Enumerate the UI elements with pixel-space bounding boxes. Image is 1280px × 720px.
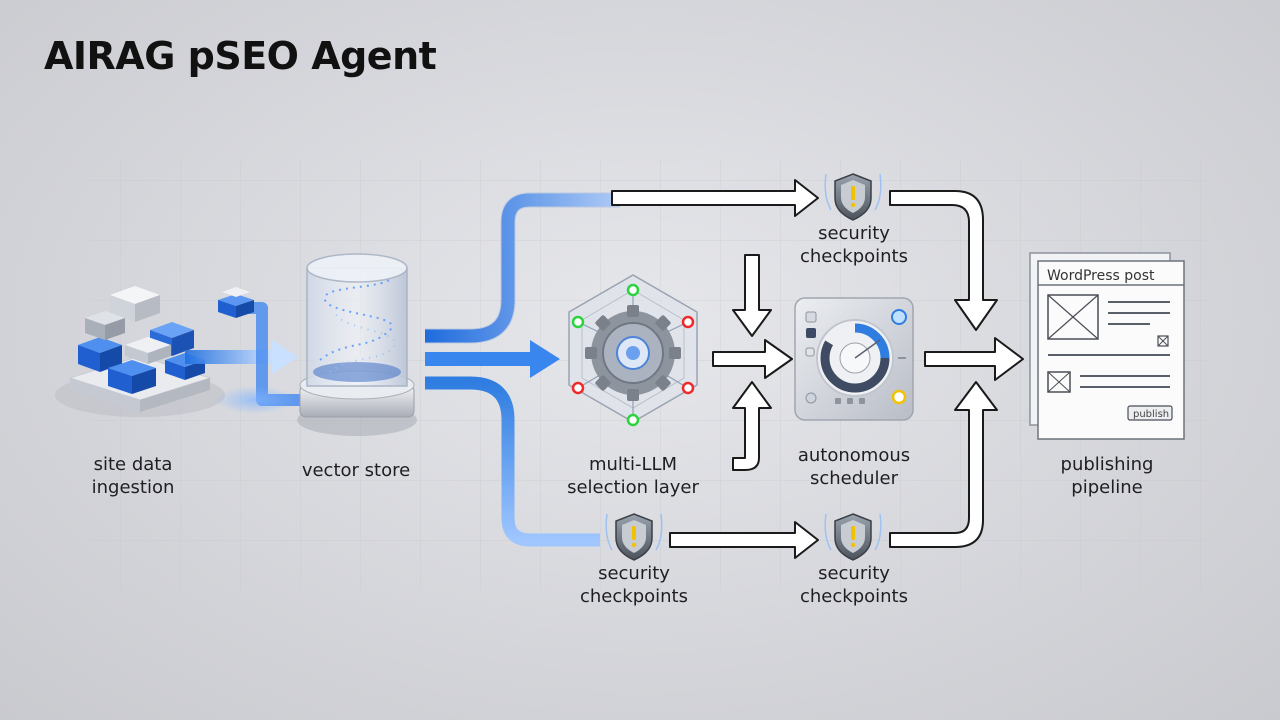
scheduler-dial-icon xyxy=(794,297,914,421)
llm-to-scheduler-arrow xyxy=(712,254,793,471)
publish-button[interactable] xyxy=(1127,405,1173,421)
checkpoint-bottom-left-label-line2: checkpoints xyxy=(580,586,688,607)
shield-warning-icon xyxy=(824,173,882,221)
checkpoint-bottom-left-label-line1: security xyxy=(598,563,670,584)
checkpoint-top-label-line1: security xyxy=(818,223,890,244)
vector-cylinder-icon xyxy=(297,253,417,436)
llm-label-line1: multi-LLM xyxy=(589,454,677,475)
publish-button-label: publish xyxy=(1133,409,1169,420)
wordpress-post-header: WordPress post xyxy=(1047,268,1155,284)
page-title: AIRAG pSEO Agent xyxy=(44,34,437,78)
server-stack-icon xyxy=(55,286,225,417)
ingestion-to-vector-arrow xyxy=(185,287,300,414)
scheduler-to-publishing-arrow xyxy=(924,337,1024,381)
bottom-flow-arrows xyxy=(669,381,998,559)
vector-store-label: vector store xyxy=(302,460,410,481)
gear-network-icon xyxy=(568,274,698,427)
checkpoint-bottom-right-label-line1: security xyxy=(818,563,890,584)
checkpoint-top-label-line2: checkpoints xyxy=(800,246,908,267)
scheduler-label-line1: autonomous xyxy=(798,445,910,466)
ingestion-label-line2: ingestion xyxy=(92,477,175,498)
document-page-icon: WordPress post publish xyxy=(1029,252,1185,440)
shield-warning-icon xyxy=(824,513,882,561)
publishing-label-line1: publishing xyxy=(1061,454,1154,475)
scheduler-label-line2: scheduler xyxy=(810,468,899,489)
ingestion-label-line1: site data xyxy=(94,454,173,475)
publishing-label-line2: pipeline xyxy=(1071,477,1142,498)
checkpoint-bottom-right-label-line2: checkpoints xyxy=(800,586,908,607)
shield-warning-icon xyxy=(605,513,663,561)
llm-label-line2: selection layer xyxy=(567,477,699,498)
vector-to-llm-flows xyxy=(425,192,620,547)
top-flow-arrow xyxy=(611,179,998,331)
